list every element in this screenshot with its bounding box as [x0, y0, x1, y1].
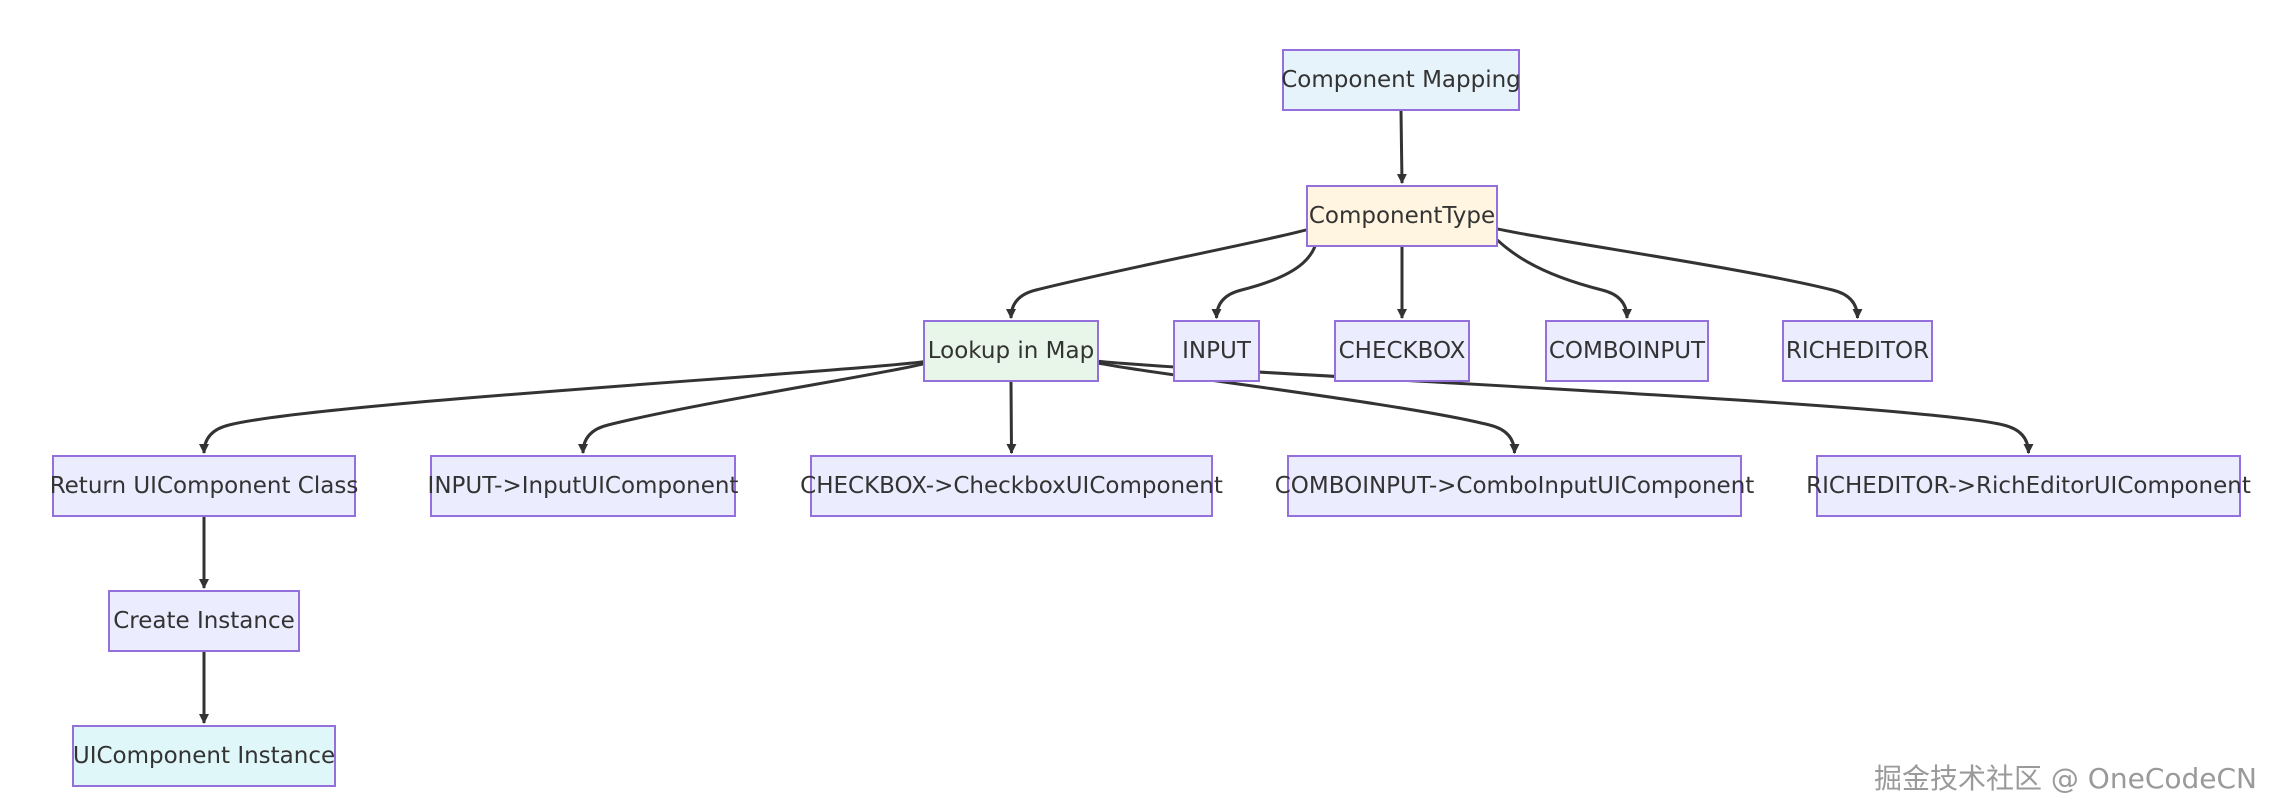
edge-lookup-in-map-to-input-map	[578, 357, 944, 454]
edge-component-type-to-richeditor	[1476, 222, 1863, 319]
node-comboinput-map: COMBOINPUT->ComboInputUIComponent	[1275, 455, 1754, 517]
node-create-instance: Create Instance	[108, 590, 300, 652]
edge-component-mapping-to-component-type	[1396, 110, 1407, 184]
node-richeditor-map: RICHEDITOR->RichEditorUIComponent	[1806, 455, 2251, 517]
node-component-mapping: Component Mapping	[1281, 49, 1521, 111]
node-return-uicomponent-class: Return UIComponent Class	[50, 455, 358, 517]
edge-lookup-in-map-to-checkbox-map	[1006, 381, 1017, 454]
edge-component-type-to-lookup-in-map	[1006, 222, 1328, 319]
node-checkbox: CHECKBOX	[1334, 320, 1470, 382]
node-checkbox-map: CHECKBOX->CheckboxUIComponent	[800, 455, 1223, 517]
node-comboinput: COMBOINPUT	[1545, 320, 1709, 382]
edge-lookup-in-map-to-comboinput-map	[1078, 357, 1520, 454]
node-lookup-in-map: Lookup in Map	[923, 320, 1099, 382]
node-input: INPUT	[1173, 320, 1260, 382]
node-input-map: INPUT->InputUIComponent	[428, 455, 738, 517]
node-richeditor: RICHEDITOR	[1782, 320, 1933, 382]
edge-lookup-in-map-to-return-uicomponent-class	[199, 357, 944, 454]
node-component-type: ComponentType	[1306, 185, 1498, 247]
node-uicomponent-instance: UIComponent Instance	[72, 725, 336, 787]
watermark: 掘金技术社区 @ OneCodeCN	[1874, 762, 2257, 795]
